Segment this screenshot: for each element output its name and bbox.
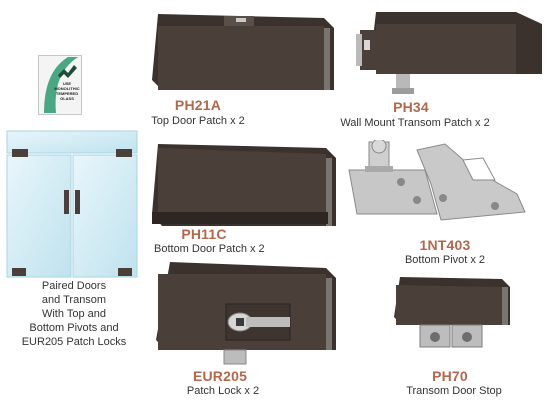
ph34-wall-mount-transom-patch-image [356, 10, 544, 102]
badge-line: TEMPERED [55, 91, 79, 96]
ph70-transom-door-stop-image [392, 275, 512, 355]
badge-line: GLASS [60, 96, 74, 101]
doors-caption-line: Paired Doors [41, 280, 107, 292]
1nt403-bottom-pivot-image [345, 140, 537, 240]
glass-doors-icon [6, 130, 138, 278]
badge-line: MONOLITHIC [54, 86, 80, 91]
ph11c-bottom-door-patch-image [150, 142, 338, 228]
top-door-patch-icon [152, 14, 334, 90]
doors-caption-line: and Transom [41, 294, 107, 306]
product-description: Top Door Patch x 2 [151, 115, 245, 127]
doors-caption-line: EUR205 Patch Locks [21, 336, 127, 348]
product-description: Bottom Pivot x 2 [404, 254, 486, 266]
product-description: Patch Lock x 2 [186, 385, 260, 397]
bottom-pivot-icon [348, 140, 526, 221]
product-code: EUR205 [192, 368, 248, 384]
transom-door-stop-icon [394, 277, 510, 348]
badge-line: USE [62, 81, 72, 86]
paired-doors-illustration [6, 130, 138, 278]
product-code: PH70 [432, 368, 468, 384]
tempered-glass-badge: USE MONOLITHIC TEMPERED GLASS [38, 55, 82, 115]
eur205-patch-lock-image [150, 260, 338, 366]
wall-mount-patch-icon [356, 12, 542, 94]
product-code: 1NT403 [419, 237, 471, 253]
product-description: Transom Door Stop [406, 385, 502, 397]
product-description: Bottom Door Patch x 2 [154, 243, 265, 255]
doors-caption: Paired Doors and Transom With Top and Bo… [2, 279, 146, 349]
product-description: Wall Mount Transom Patch x 2 [340, 117, 490, 129]
patch-lock-icon [156, 262, 336, 365]
product-code: PH11C [181, 226, 227, 242]
doors-caption-line: With Top and [41, 308, 106, 320]
product-code: PH21A [174, 97, 222, 113]
product-code: PH34 [393, 99, 429, 115]
doors-caption-line: Bottom Pivots and [29, 322, 119, 334]
ph21a-top-door-patch-image [148, 10, 338, 96]
glass-badge-icon [38, 55, 82, 115]
bottom-door-patch-icon [152, 144, 336, 226]
